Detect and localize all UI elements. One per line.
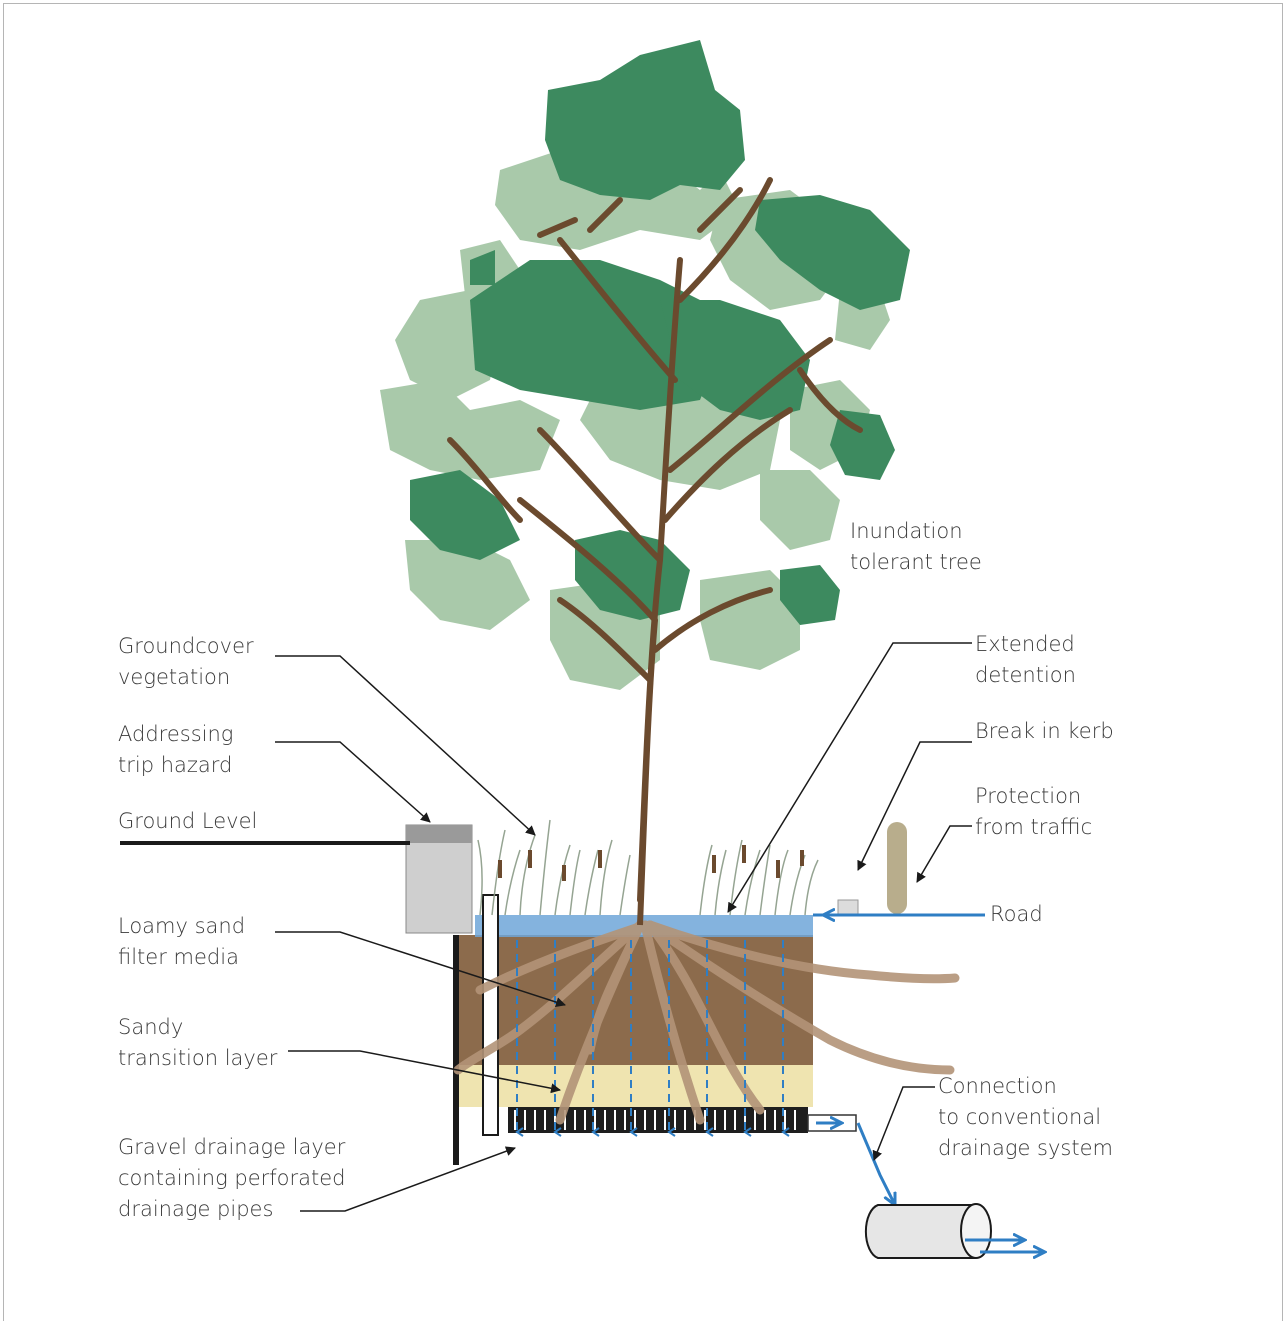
label-protection-from-traffic: Protection from traffic bbox=[975, 781, 1092, 843]
label-connection-drainage-system: Connection to conventional drainage syst… bbox=[938, 1071, 1113, 1164]
label-inundation-tolerant-tree: Inundation tolerant tree bbox=[850, 516, 982, 578]
label-groundcover-vegetation: Groundcover vegetation bbox=[118, 631, 254, 693]
label-extended-detention: Extended detention bbox=[975, 629, 1076, 691]
label-gravel-drainage-layer: Gravel drainage layer containing perfora… bbox=[118, 1132, 345, 1225]
label-road: Road bbox=[990, 899, 1043, 930]
label-ground-level: Ground Level bbox=[118, 806, 257, 837]
label-break-in-kerb: Break in kerb bbox=[975, 716, 1114, 747]
label-loamy-sand-filter-media: Loamy sand filter media bbox=[118, 911, 245, 973]
label-sandy-transition-layer: Sandy transition layer bbox=[118, 1012, 277, 1074]
label-addressing-trip-hazard: Addressing trip hazard bbox=[118, 719, 233, 781]
road-kerb bbox=[813, 822, 985, 915]
